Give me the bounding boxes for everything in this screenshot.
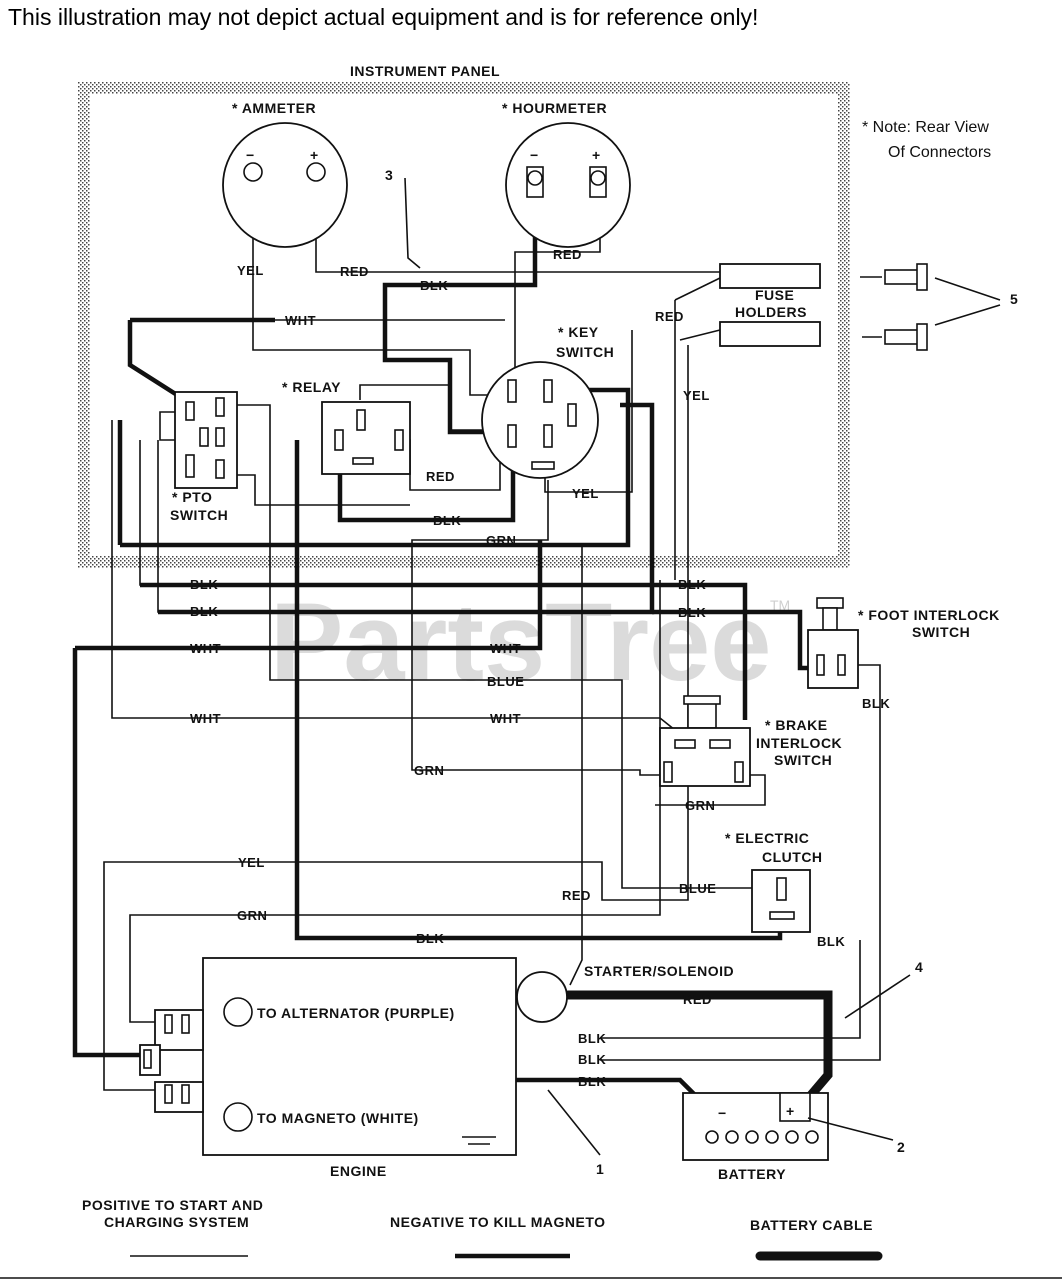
fuse-holders-label-1: FUSE — [755, 287, 794, 303]
wire-label-blue: BLUE — [679, 881, 716, 896]
foot-interlock-label-2: SWITCH — [912, 624, 970, 640]
battery-label: BATTERY — [718, 1166, 786, 1182]
wire-label-grn: GRN — [237, 908, 267, 923]
ammeter-plus: + — [310, 147, 319, 163]
electric-clutch-label-1: * ELECTRIC — [725, 830, 809, 846]
legend-battery-cable: BATTERY CABLE — [750, 1217, 873, 1233]
wire-label-blk: BLK — [678, 577, 706, 592]
electric-clutch: * ELECTRIC CLUTCH — [725, 830, 823, 933]
instrument-panel: INSTRUMENT PANEL — [78, 63, 850, 568]
wire-label-red: RED — [340, 264, 369, 279]
pto-switch: * PTO SWITCH — [170, 391, 238, 523]
pto-switch-label-1: * PTO — [172, 489, 212, 505]
wire-label-blk: BLK — [420, 278, 448, 293]
legend-positive-line2: CHARGING SYSTEM — [104, 1214, 249, 1230]
wire-label-red: RED — [553, 247, 582, 262]
callout-5: 5 — [1010, 291, 1018, 307]
wire-label-red: RED — [655, 309, 684, 324]
hourmeter-minus: − — [530, 147, 539, 163]
key-switch-label-1: * KEY — [558, 324, 599, 340]
battery-plus: + — [786, 1103, 795, 1119]
wire-label-red: RED — [562, 888, 591, 903]
hourmeter: − + * HOURMETER — [502, 100, 631, 248]
wire-label-blk: BLK — [433, 513, 461, 528]
to-alternator-label: TO ALTERNATOR (PURPLE) — [257, 1005, 455, 1021]
electric-clutch-label-2: CLUTCH — [762, 849, 823, 865]
spare-fuses: 5 — [860, 263, 1018, 351]
wire-label-wht: WHT — [190, 711, 221, 726]
wire-label-blue: BLUE — [487, 674, 524, 689]
wire-label-yel: YEL — [683, 388, 710, 403]
wire-label-blk: BLK — [817, 934, 845, 949]
wire-label-yel: YEL — [238, 855, 265, 870]
starter-solenoid-label: STARTER/SOLENOID — [584, 963, 734, 979]
wire-label-blk: BLK — [578, 1074, 606, 1089]
key-switch: * KEY SWITCH — [481, 324, 614, 479]
to-magneto-label: TO MAGNETO (WHITE) — [257, 1110, 419, 1126]
battery: − + BATTERY — [682, 1092, 829, 1182]
callout-4: 4 — [915, 959, 923, 975]
callouts: 3 4 2 1 — [385, 167, 923, 1177]
ammeter-label: * AMMETER — [232, 100, 316, 116]
callout-3: 3 — [385, 167, 393, 183]
disclaimer: This illustration may not depict actual … — [8, 4, 759, 30]
wire-label-grn: GRN — [414, 763, 444, 778]
wire-label-blk: BLK — [416, 931, 444, 946]
callout-2: 2 — [897, 1139, 905, 1155]
panel-note-line2: Of Connectors — [888, 144, 991, 161]
ammeter-minus: − — [246, 147, 255, 163]
relay-label: * RELAY — [282, 379, 341, 395]
wire-label-wht: WHT — [490, 641, 521, 656]
brake-interlock-label-3: SWITCH — [774, 752, 832, 768]
wire-label-grn: GRN — [685, 798, 715, 813]
callout-1: 1 — [596, 1161, 604, 1177]
brake-interlock-label-1: * BRAKE — [765, 717, 828, 733]
wire-label-blk: BLK — [190, 604, 218, 619]
pto-switch-label-2: SWITCH — [170, 507, 228, 523]
foot-interlock-label-1: * FOOT INTERLOCK — [858, 607, 1000, 623]
legend-positive-line1: POSITIVE TO START AND — [82, 1197, 263, 1213]
starter-solenoid: STARTER/SOLENOID — [516, 963, 734, 1023]
wire-label-yel: YEL — [237, 263, 264, 278]
engine-label: ENGINE — [330, 1163, 387, 1179]
wire-label-red: RED — [426, 469, 455, 484]
wire-label-blk: BLK — [862, 696, 890, 711]
battery-minus: − — [718, 1105, 727, 1121]
wire-label-red: RED — [683, 992, 712, 1007]
relay: * RELAY — [282, 379, 411, 475]
wire-label-wht: WHT — [490, 711, 521, 726]
fuse-holders-label-2: HOLDERS — [735, 304, 807, 320]
panel-note-line1: * Note: Rear View — [862, 119, 989, 136]
legend-negative: NEGATIVE TO KILL MAGNETO — [390, 1214, 606, 1230]
wire-label-blk: BLK — [678, 605, 706, 620]
engine: TO ALTERNATOR (PURPLE) TO MAGNETO (WHITE… — [139, 957, 517, 1179]
watermark-tm: TM — [770, 597, 790, 613]
hourmeter-label: * HOURMETER — [502, 100, 607, 116]
key-switch-label-2: SWITCH — [556, 344, 614, 360]
wire-label-wht: WHT — [285, 313, 316, 328]
wire-labels: YEL RED RED BLK RED WHT YEL RED YEL BLK … — [190, 247, 890, 1089]
ammeter: − + * AMMETER — [222, 100, 348, 248]
brake-interlock-label-2: INTERLOCK — [756, 735, 842, 751]
panel-title: INSTRUMENT PANEL — [350, 63, 500, 79]
brake-interlock-switch: * BRAKE INTERLOCK SWITCH — [659, 695, 842, 787]
wire-label-blk: BLK — [190, 577, 218, 592]
legend: POSITIVE TO START AND CHARGING SYSTEM NE… — [0, 1197, 1062, 1279]
foot-interlock-switch: * FOOT INTERLOCK SWITCH — [807, 597, 1000, 689]
wire-label-grn: GRN — [486, 533, 516, 548]
fuse-holders: FUSE HOLDERS — [719, 263, 821, 347]
wire-label-blk: BLK — [578, 1031, 606, 1046]
wire-label-wht: WHT — [190, 641, 221, 656]
wire-label-blk: BLK — [578, 1052, 606, 1067]
hourmeter-plus: + — [592, 147, 601, 163]
battery-cable — [563, 990, 833, 1113]
wire-label-yel: YEL — [572, 486, 599, 501]
